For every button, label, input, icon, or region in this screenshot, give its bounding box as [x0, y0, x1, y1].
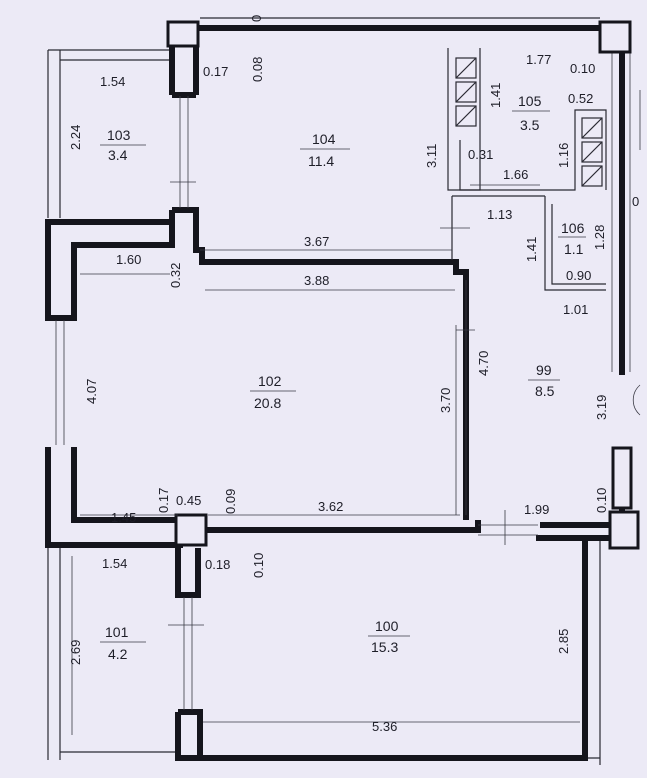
room-102-area: 20.8 [254, 395, 281, 411]
dim-label: 0.52 [568, 91, 593, 106]
room-102-number: 102 [258, 373, 282, 389]
dim-label: 3.88 [304, 273, 329, 288]
room-105-area: 3.5 [520, 117, 540, 133]
dim-label: 0.17 [156, 488, 171, 513]
dimension-labels: 0 0.08 0.17 1.54 2.24 1.77 0.10 1.41 0.5… [68, 15, 639, 734]
dim-label: 3.62 [318, 499, 343, 514]
dim-label: 0.10 [594, 488, 609, 513]
room-103-area: 3.4 [108, 147, 128, 163]
dim-label: 0.31 [468, 147, 493, 162]
room-106-area: 1.1 [564, 241, 584, 257]
dim-label: 2.24 [68, 125, 83, 150]
dim-label: 0 [632, 194, 639, 209]
room-104-number: 104 [312, 131, 336, 147]
dim-label: 1.01 [563, 302, 588, 317]
dim-label: 0.90 [566, 268, 591, 283]
dim-label: 1.41 [488, 83, 503, 108]
room-105-number: 105 [518, 93, 542, 109]
room-100-number: 100 [375, 618, 399, 634]
plumbing-fixtures [455, 57, 603, 187]
dim-label: 1.41 [524, 237, 539, 262]
dim-label: 3.19 [594, 395, 609, 420]
room-101-area: 4.2 [108, 646, 128, 662]
dim-label: 1.66 [503, 167, 528, 182]
dim-label: 4.07 [84, 379, 99, 404]
dim-label: 4.70 [476, 351, 491, 376]
dim-label: 0.08 [250, 57, 265, 82]
dim-label: 0.32 [168, 263, 183, 288]
room-99-number: 99 [536, 362, 552, 378]
dim-label: 0 [249, 15, 264, 22]
room-104-area: 11.4 [308, 153, 334, 169]
dim-label: 1.16 [556, 143, 571, 168]
dim-label: 1.60 [116, 252, 141, 267]
dim-label: 0.09 [223, 489, 238, 514]
piers [166, 20, 640, 550]
dim-label: 0.45 [176, 493, 201, 508]
dim-label: 3.11 [424, 144, 439, 168]
dim-label: 1.28 [592, 225, 607, 250]
room-99-area: 8.5 [535, 383, 555, 399]
dim-label: 2.69 [68, 640, 83, 665]
dim-label: 1.77 [526, 52, 551, 67]
window-strips [55, 45, 631, 710]
dim-label: 0.10 [251, 553, 266, 578]
dim-label: 0.18 [205, 557, 230, 572]
dimension-lines [80, 181, 540, 626]
dim-label: 5.36 [372, 719, 397, 734]
dim-label: 0.17 [203, 64, 228, 79]
dim-label: 0.10 [570, 61, 595, 76]
room-106-number: 106 [561, 220, 585, 236]
dim-label: 1.45 [111, 510, 136, 525]
dim-label: 1.13 [487, 207, 512, 222]
dim-label: 3.67 [304, 234, 329, 249]
room-101-number: 101 [105, 624, 129, 640]
dim-label: 2.85 [556, 629, 571, 654]
room-labels: 103 3.4 104 11.4 105 3.5 106 1.1 102 20.… [100, 93, 586, 662]
room-100-area: 15.3 [371, 639, 398, 655]
dim-label: 1.54 [102, 556, 127, 571]
dim-label: 1.54 [100, 74, 125, 89]
door-arcs [632, 384, 641, 416]
room-103-number: 103 [107, 127, 131, 143]
dim-label: 1.99 [524, 502, 549, 517]
dim-label: 3.70 [438, 388, 453, 413]
